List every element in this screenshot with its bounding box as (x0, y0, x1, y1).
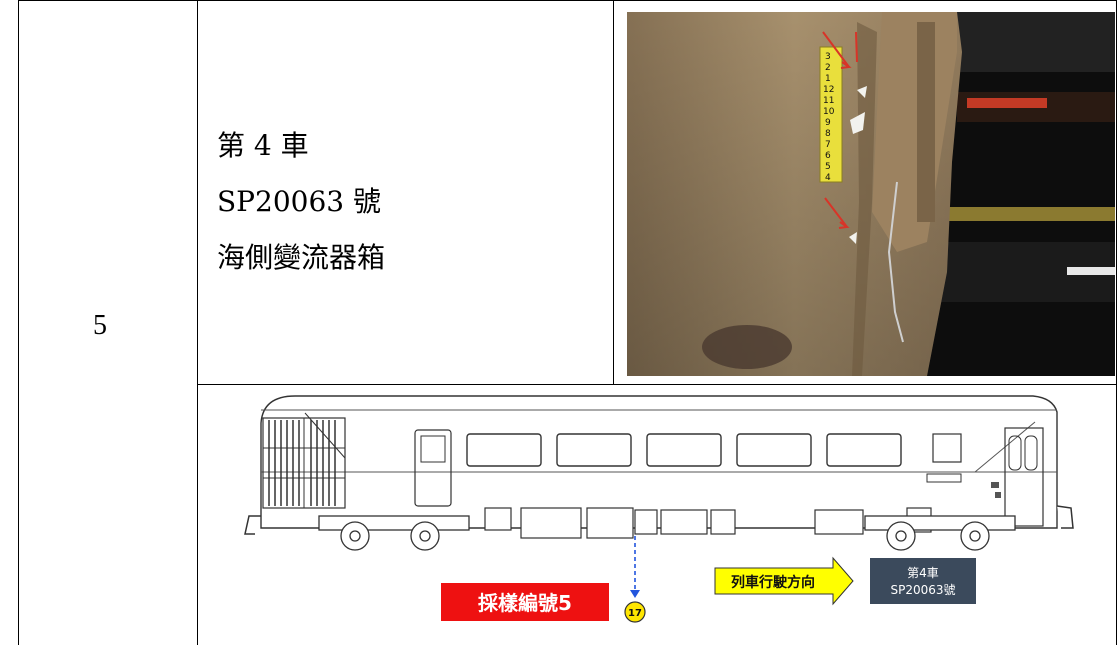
table-border-top (18, 0, 1117, 1)
car-label-line2: SP20063號 (890, 583, 955, 597)
svg-text:7: 7 (825, 140, 831, 150)
car-body-outline (260, 395, 1058, 529)
bogie-left (318, 515, 470, 551)
table-border-mid (197, 0, 198, 645)
car-id-text: SP20063 號 (217, 185, 381, 218)
passenger-windows (466, 433, 902, 467)
car-label-line1: 第4車 (907, 566, 939, 580)
side-door (414, 429, 452, 507)
svg-text:11: 11 (823, 96, 834, 106)
sample-label-box (441, 583, 609, 621)
car-number-text: 第 4 車 (217, 129, 309, 162)
direction-arrow (714, 556, 854, 606)
svg-text:3: 3 (825, 52, 831, 62)
table-border-left (18, 0, 19, 645)
component-text: 海側變流器箱 (217, 241, 386, 274)
direction-label: 列車行駛方向 (731, 574, 815, 591)
svg-text:12: 12 (823, 85, 834, 95)
svg-text:1: 1 (825, 74, 831, 84)
table-cell-divider-horizontal (197, 384, 1117, 385)
bogie-right (864, 515, 1016, 551)
sample-label-text: 採樣編號5 (478, 591, 572, 615)
svg-text:8: 8 (825, 129, 831, 139)
end-grille (262, 412, 346, 509)
table-border-right (1116, 0, 1117, 645)
car-label-box (870, 558, 976, 604)
svg-text:5: 5 (825, 162, 831, 172)
svg-text:4: 4 (825, 173, 831, 183)
svg-text:6: 6 (825, 151, 831, 161)
table-cell-divider-vertical (613, 0, 614, 384)
svg-text:2: 2 (825, 63, 831, 73)
svg-text:9: 9 (825, 118, 831, 128)
sample-marker (624, 601, 646, 623)
location-description: 第 4 車 SP20063 號 海側變流器箱 (217, 118, 385, 286)
train-car-diagram: 17 採樣編號5 列車行駛方向 第4車 SP20063號 (215, 388, 1115, 643)
svg-text:10: 10 (823, 107, 835, 117)
sample-number-cell: 5 (93, 310, 107, 341)
sample-marker-number: 17 (628, 608, 642, 619)
